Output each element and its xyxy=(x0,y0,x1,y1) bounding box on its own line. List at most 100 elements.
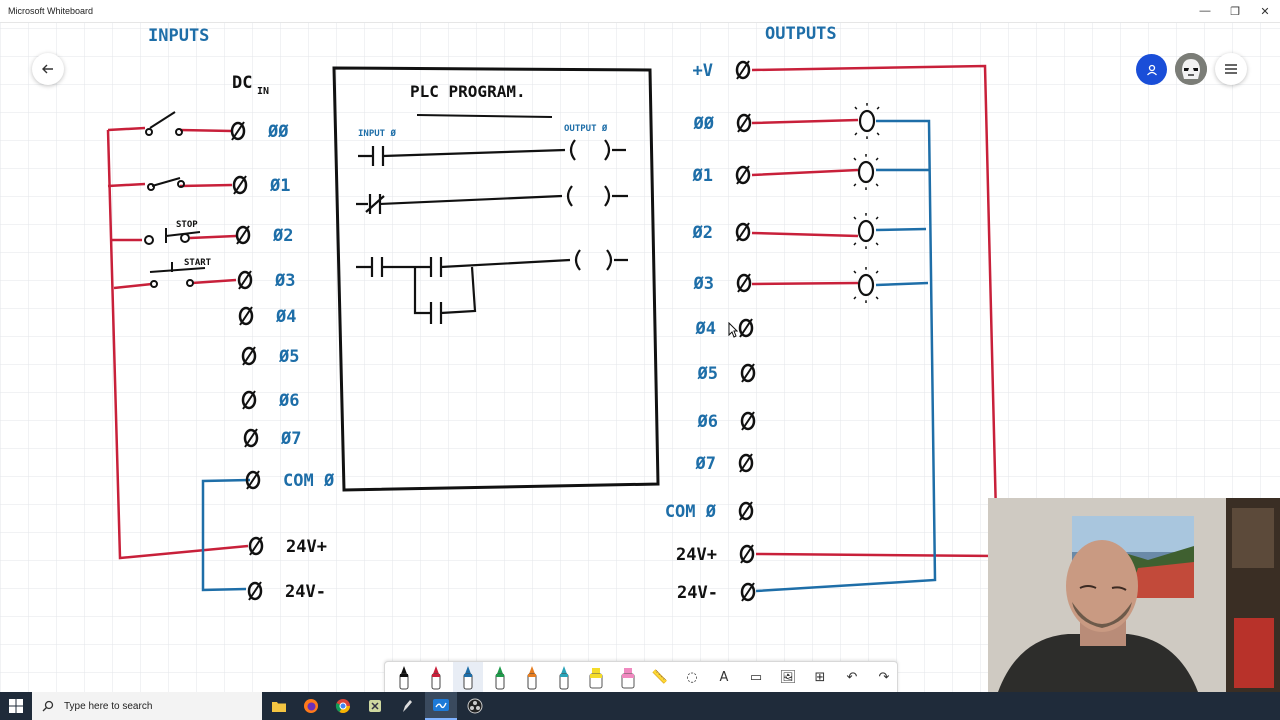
tool-orange-pen[interactable] xyxy=(517,662,547,693)
terminal-screw-slash xyxy=(238,270,252,290)
search-icon xyxy=(42,700,54,712)
pen-tool-icon xyxy=(403,700,412,712)
app-icon xyxy=(369,700,381,712)
terminal-label: Ø4 xyxy=(695,319,716,339)
hamburger-menu-icon xyxy=(1225,64,1237,74)
terminal-screw-slash xyxy=(242,346,256,366)
tool-image[interactable]: 🖼 xyxy=(773,662,803,693)
person-icon xyxy=(1146,64,1157,75)
green-pen-icon xyxy=(495,665,505,689)
orange-pen-icon xyxy=(527,665,537,689)
terminal-screw-slash xyxy=(736,165,750,185)
lamp-bulb xyxy=(857,160,875,184)
terminal-screw xyxy=(738,453,754,473)
terminal-label: COM Ø xyxy=(283,471,335,491)
invite-participants-button[interactable] xyxy=(1136,54,1167,85)
tool-undo[interactable]: ↶ xyxy=(837,662,867,693)
whiteboard-icon xyxy=(433,699,449,711)
taskbar-app-1[interactable] xyxy=(359,692,391,720)
terminal-label: Ø3 xyxy=(274,271,295,291)
plc-title-underline xyxy=(416,114,553,118)
minimize-button[interactable]: — xyxy=(1199,5,1211,17)
ladder-output-label: OUTPUT Ø xyxy=(564,123,608,134)
tool-redo[interactable]: ↷ xyxy=(869,662,899,693)
back-button[interactable] xyxy=(32,53,64,85)
taskbar-app-3[interactable] xyxy=(459,692,491,720)
terminal-screw xyxy=(232,175,248,195)
terminal-label: Ø1 xyxy=(692,166,713,186)
inking-toolbar: 📏◌A ▭ 🖼⊞ ↶ ↷ xyxy=(384,661,898,693)
user-avatar[interactable] xyxy=(1175,53,1207,85)
whiteboard-canvas[interactable]: INPUTS OUTPUTS DC IN PLC PROGRAM. INPUT … xyxy=(0,22,1280,692)
terminal-label: ØØ xyxy=(267,122,289,142)
tool-green-pen[interactable] xyxy=(485,662,515,693)
terminal-label: Ø2 xyxy=(272,226,293,246)
tool-black-pen[interactable] xyxy=(389,662,419,693)
lamp-ray xyxy=(854,106,858,110)
lamp-bulb xyxy=(858,109,876,133)
taskbar-chrome[interactable] xyxy=(327,692,359,720)
terminal-screw xyxy=(248,536,264,556)
terminal-label: Ø7 xyxy=(695,454,716,474)
stop-switch-label: STOP xyxy=(176,220,198,230)
tool-highlighter-yellow[interactable] xyxy=(581,662,611,693)
terminal-label: Ø3 xyxy=(693,274,714,294)
ladder-input-label: INPUT Ø xyxy=(358,128,397,139)
taskbar-whiteboard[interactable] xyxy=(425,692,457,720)
undo-icon: ↶ xyxy=(846,670,858,685)
lamp-ray xyxy=(875,216,879,220)
terminal-screw-slash xyxy=(741,363,755,383)
terminal-label: 24V+ xyxy=(676,545,717,565)
taskbar-file-explorer[interactable] xyxy=(263,692,295,720)
terminal-screw xyxy=(736,273,752,293)
tool-highlighter-pink[interactable] xyxy=(613,662,643,693)
terminal-screw xyxy=(243,428,259,448)
terminal-screw xyxy=(736,113,752,133)
mouse-cursor-icon xyxy=(728,322,738,338)
tool-teal-pen[interactable] xyxy=(549,662,579,693)
terminal-screw xyxy=(245,470,261,490)
outputs-heading: OUTPUTS xyxy=(765,24,837,44)
lamp-ray xyxy=(875,242,879,246)
lamp-ray xyxy=(853,183,857,187)
taskbar-firefox[interactable] xyxy=(295,692,327,720)
menu-button[interactable] xyxy=(1215,53,1247,85)
terminal-screw xyxy=(739,544,755,564)
terminal-screw-slash xyxy=(739,318,753,338)
plc-program-title: PLC PROGRAM. xyxy=(410,82,526,101)
dc-in-sub-label: IN xyxy=(257,86,269,97)
terminal-screw-slash xyxy=(740,544,754,564)
tool-note[interactable]: ▭ xyxy=(741,662,771,693)
note-icon: ▭ xyxy=(749,670,763,685)
terminal-screw xyxy=(740,582,756,602)
tool-lasso[interactable]: ◌ xyxy=(677,662,707,693)
tool-ruler[interactable]: 📏 xyxy=(645,662,675,693)
tool-add[interactable]: ⊞ xyxy=(805,662,835,693)
terminal-screw xyxy=(241,390,257,410)
terminal-screw-slash xyxy=(737,273,751,293)
terminal-screw-slash xyxy=(249,536,263,556)
terminal-label: Ø6 xyxy=(278,391,299,411)
terminal-label: Ø2 xyxy=(692,223,713,243)
terminal-screw xyxy=(230,121,246,141)
inputs-heading: INPUTS xyxy=(148,26,209,46)
input-red-wiring xyxy=(106,126,249,560)
plc-program-box xyxy=(332,66,660,492)
lamp-ray xyxy=(875,296,879,300)
start-button[interactable] xyxy=(0,692,32,720)
terminal-screw xyxy=(735,165,751,185)
taskbar-app-2[interactable] xyxy=(391,692,423,720)
close-button[interactable]: ✕ xyxy=(1260,5,1270,18)
tool-blue-pen[interactable] xyxy=(453,662,483,693)
teal-pen-icon xyxy=(559,665,569,689)
terminal-screw-slash xyxy=(737,113,751,133)
tool-red-pen[interactable] xyxy=(421,662,451,693)
start-switch-label: START xyxy=(184,258,212,268)
tool-text[interactable]: A xyxy=(709,662,739,693)
ladder-rung-2 xyxy=(356,185,628,214)
terminal-label: Ø5 xyxy=(278,347,299,367)
taskbar-search-box[interactable]: Type here to search xyxy=(32,692,262,720)
restore-button[interactable]: ❐ xyxy=(1230,5,1240,18)
lamp-ray xyxy=(853,296,857,300)
